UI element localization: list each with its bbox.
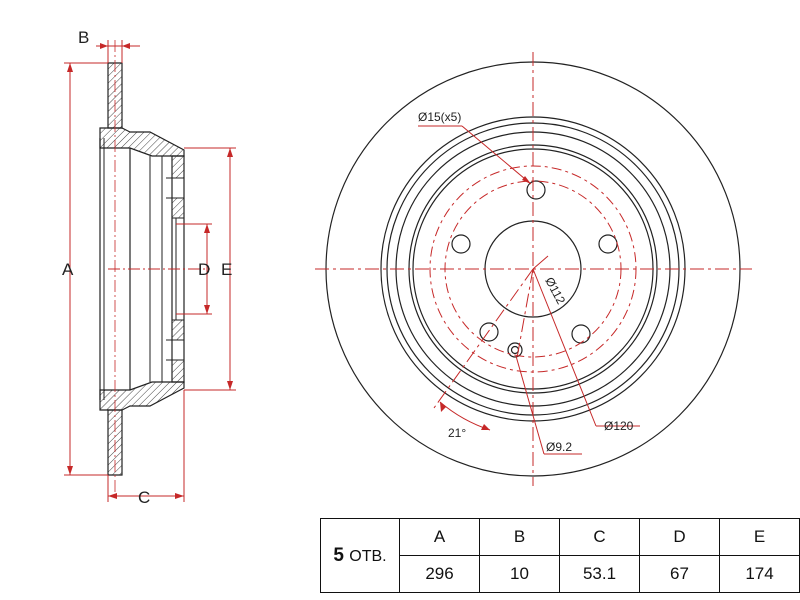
value-a: 296 xyxy=(399,555,480,593)
label-d: D xyxy=(198,260,210,279)
header-d: D xyxy=(639,518,720,556)
label-pin-dia: Ø9.2 xyxy=(546,440,572,454)
table-value-row: 296 10 53.1 67 174 xyxy=(321,555,800,593)
side-view xyxy=(99,40,210,500)
hat-top-wall xyxy=(99,127,185,157)
bolt-hole xyxy=(598,234,618,254)
value-d: 67 xyxy=(639,555,720,593)
label-hole-dia: Ø15(x5) xyxy=(418,110,461,124)
side-arrows xyxy=(67,43,233,499)
label-c: C xyxy=(138,488,150,507)
bolt-hole xyxy=(451,234,471,254)
label-e: E xyxy=(221,260,232,279)
header-a: A xyxy=(399,518,480,556)
label-b: B xyxy=(78,28,89,47)
value-b: 10 xyxy=(479,555,560,593)
label-angle: 21° xyxy=(448,426,466,440)
side-dimensions xyxy=(64,40,236,502)
holes-count: 5 xyxy=(333,544,344,566)
header-b: B xyxy=(479,518,560,556)
table-header-row: 5 ОТВ. A B C D E xyxy=(320,518,800,593)
bolt-hole xyxy=(571,324,591,344)
front-arrows xyxy=(440,176,531,430)
header-c: C xyxy=(559,518,640,556)
label-a: A xyxy=(62,260,74,279)
bolt-hole xyxy=(479,322,499,342)
hat-bottom-wall xyxy=(99,381,185,411)
value-e: 174 xyxy=(719,555,800,593)
spec-table: 5 ОТВ. A B C D E 296 10 53.1 67 174 xyxy=(320,518,800,593)
label-center-dia: Ø120 xyxy=(604,419,634,433)
holes-unit: ОТВ. xyxy=(349,547,387,565)
value-c: 53.1 xyxy=(559,555,640,593)
bolt-hole xyxy=(526,180,546,200)
holes-cell: 5 ОТВ. xyxy=(320,518,400,593)
header-e: E xyxy=(719,518,800,556)
pin-hole xyxy=(507,342,523,358)
